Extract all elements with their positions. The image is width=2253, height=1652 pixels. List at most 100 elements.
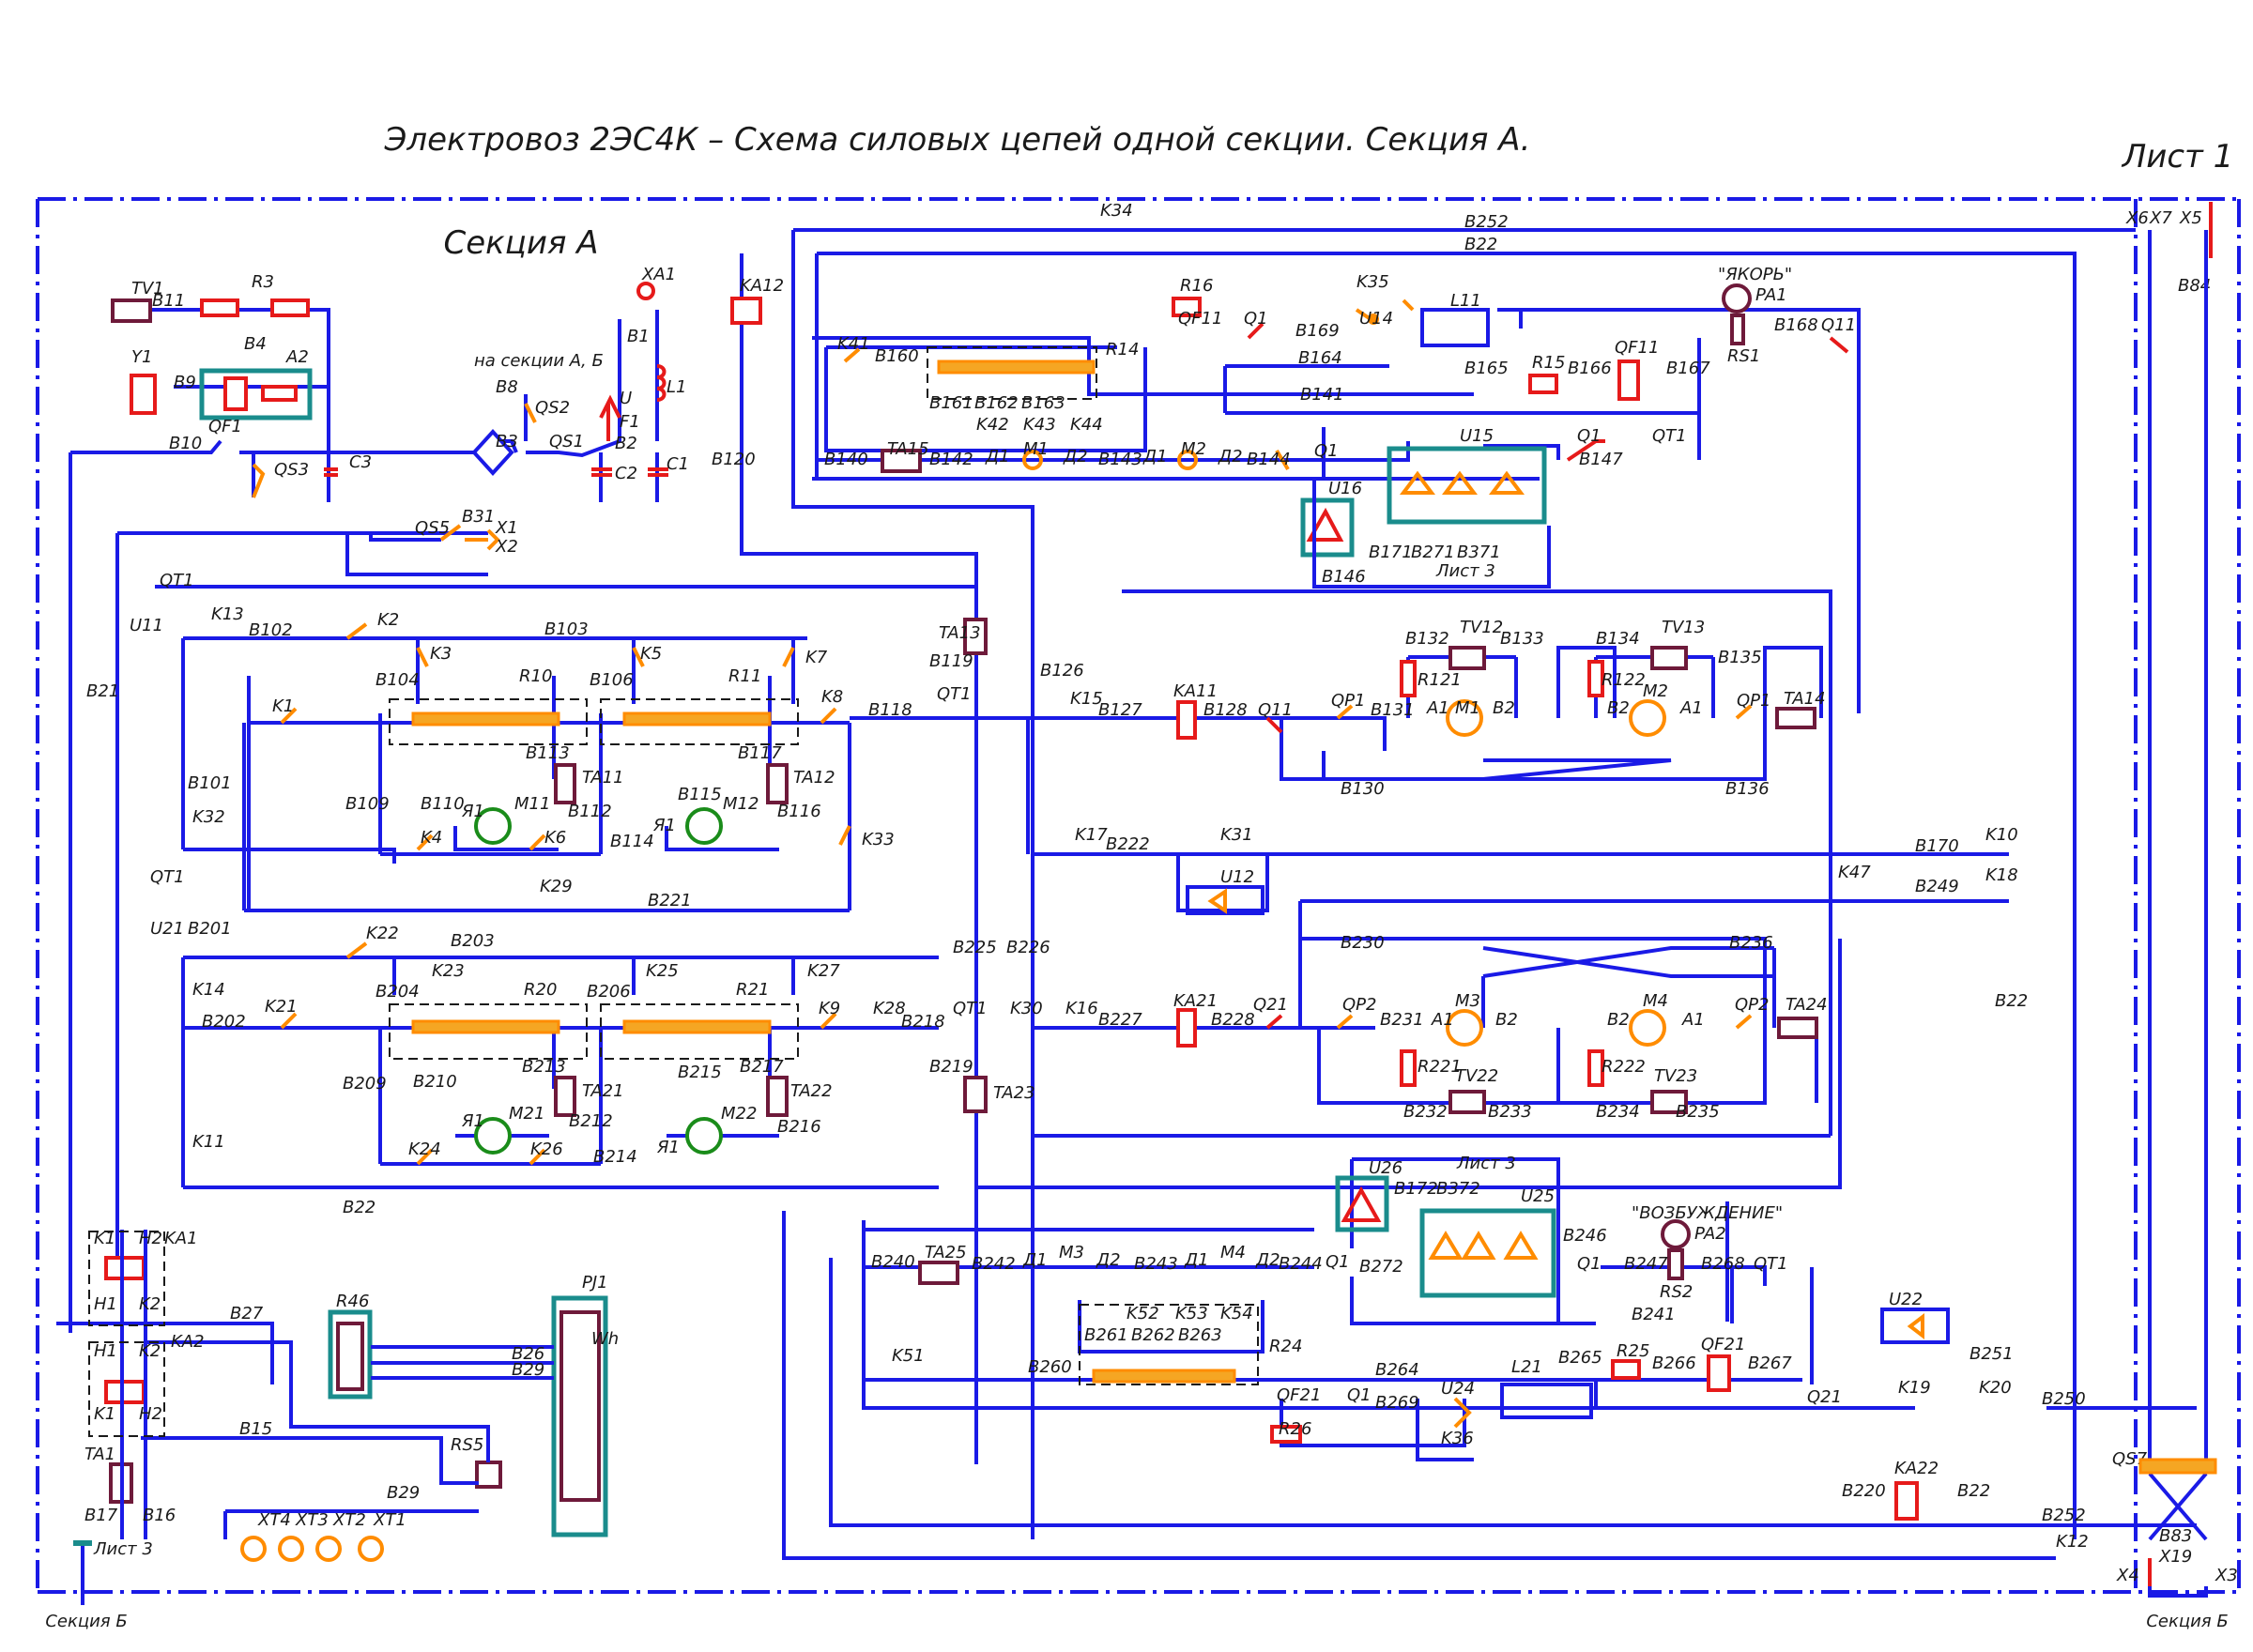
label-b11: B11 — [152, 291, 185, 311]
label-qf21-a: QF21 — [1277, 1385, 1321, 1405]
label-u22: U22 — [1889, 1290, 1923, 1309]
label-b272: B272 — [1359, 1257, 1403, 1277]
label-b170: B170 — [1915, 836, 1959, 856]
label-wh: Wh — [591, 1329, 619, 1349]
schematic-title: Электровоз 2ЭС4К – Схема силовых цепей о… — [384, 121, 1531, 159]
label-k1-b: K1 — [94, 1229, 115, 1248]
label-xt2: XT2 — [332, 1510, 366, 1530]
label-q11-b: Q11 — [1821, 315, 1856, 335]
label-k7: K7 — [805, 648, 828, 667]
label-b127: B127 — [1098, 700, 1142, 720]
label-ta12: TA12 — [793, 768, 835, 788]
label-b126: B126 — [1040, 661, 1084, 681]
label-qs2: QS2 — [535, 398, 570, 418]
label-d1-a: Д1 — [985, 447, 1010, 467]
label-r20: R20 — [524, 980, 557, 1000]
label-b144: B144 — [1247, 450, 1291, 469]
label-qs1: QS1 — [549, 432, 584, 451]
label-b221: B221 — [648, 891, 692, 910]
label-b232: B232 — [1403, 1102, 1448, 1122]
label-u21: U21 — [150, 919, 184, 939]
label-tv1: TV1 — [131, 279, 164, 298]
label-b142: B142 — [929, 450, 973, 469]
label-ta21: TA21 — [582, 1081, 624, 1101]
label-b243: B243 — [1134, 1254, 1178, 1274]
label-b203: B203 — [451, 931, 495, 951]
label-b262: B262 — [1131, 1325, 1175, 1345]
label-b22-a: B22 — [343, 1198, 376, 1217]
label-b120: B120 — [712, 450, 756, 469]
label-b266: B266 — [1652, 1354, 1696, 1373]
label-xa1: XA1 — [641, 265, 676, 284]
label-b219: B219 — [929, 1057, 973, 1077]
label-k52: K52 — [1126, 1304, 1159, 1323]
label-r11: R11 — [728, 666, 761, 686]
section-b-right-label: Секция Б — [2146, 1612, 2228, 1631]
label-u11: U11 — [130, 616, 163, 635]
label-k24: K24 — [408, 1140, 441, 1159]
label-b3: B3 — [496, 432, 518, 451]
label-x4: X4 — [2116, 1566, 2139, 1585]
label-k32: K32 — [192, 807, 225, 827]
label-u26: U26 — [1369, 1158, 1402, 1178]
excitation-block — [56, 1157, 1950, 1562]
label-ta13: TA13 — [939, 623, 981, 643]
motor-group-1 — [155, 585, 978, 912]
label-d1-b: Д1 — [1142, 447, 1168, 467]
label-b214: B214 — [593, 1147, 637, 1167]
label-r16: R16 — [1180, 276, 1213, 296]
label-ya1-d: Я1 — [656, 1138, 680, 1157]
label-b15: B15 — [239, 1419, 272, 1439]
label-b101: B101 — [188, 773, 232, 793]
ground-terminal-left — [73, 1540, 92, 1546]
label-b261: B261 — [1084, 1325, 1128, 1345]
label-q1-a: Q1 — [1244, 309, 1268, 329]
label-b251: B251 — [1969, 1344, 2014, 1364]
label-b22-d: B22 — [1995, 991, 2028, 1011]
label-m22: M22 — [721, 1104, 757, 1124]
label-tv22: TV22 — [1455, 1066, 1498, 1086]
label-b168: B168 — [1774, 315, 1818, 335]
qs7-switch — [2138, 202, 2217, 1598]
label-qt1-e: QT1 — [1652, 426, 1687, 446]
label-b162: B162 — [974, 393, 1019, 413]
label-b83: B83 — [2159, 1526, 2192, 1546]
label-m12: M12 — [723, 794, 759, 814]
label-u15: U15 — [1460, 426, 1494, 446]
label-b102: B102 — [249, 620, 293, 640]
label-b166: B166 — [1568, 359, 1612, 378]
section-b-left-label: Секция Б — [45, 1612, 127, 1631]
label-b141: B141 — [1300, 385, 1344, 405]
label-k8: K8 — [821, 687, 843, 707]
label-ta25: TA25 — [925, 1243, 967, 1262]
label-tv23: TV23 — [1654, 1066, 1697, 1086]
label-k9: K9 — [819, 999, 840, 1018]
label-b114: B114 — [610, 832, 654, 851]
label-pj1: PJ1 — [582, 1273, 608, 1293]
label-x5: X5 — [2179, 208, 2202, 228]
label-b106: B106 — [590, 670, 634, 690]
label-b9: B9 — [174, 373, 196, 392]
label-u14: U14 — [1359, 309, 1393, 329]
label-r15: R15 — [1532, 353, 1565, 373]
label-b29-b: B29 — [387, 1483, 420, 1503]
label-b143: B143 — [1098, 450, 1142, 469]
label-b235: B235 — [1676, 1102, 1720, 1122]
label-b113: B113 — [526, 743, 570, 763]
label-b260: B260 — [1028, 1357, 1072, 1377]
label-x2: X2 — [495, 537, 518, 557]
label-list3-a: Лист 3 — [1435, 561, 1495, 581]
label-r221: R221 — [1418, 1057, 1462, 1077]
label-b371: B371 — [1457, 543, 1501, 562]
label-d2-b: Д2 — [1218, 447, 1243, 467]
label-b2-a: B2 — [1493, 698, 1515, 718]
label-r21: R21 — [736, 980, 769, 1000]
label-x7: X7 — [2149, 208, 2172, 228]
label-q1-f: Q1 — [1347, 1385, 1372, 1405]
label-m3: M3 — [1455, 991, 1480, 1011]
label-d2-c: Д2 — [1096, 1250, 1121, 1270]
label-b204: B204 — [376, 982, 420, 1002]
motor-group-2 — [181, 941, 939, 1189]
label-b2-c: B2 — [1495, 1010, 1518, 1030]
label-b263: B263 — [1178, 1325, 1222, 1345]
